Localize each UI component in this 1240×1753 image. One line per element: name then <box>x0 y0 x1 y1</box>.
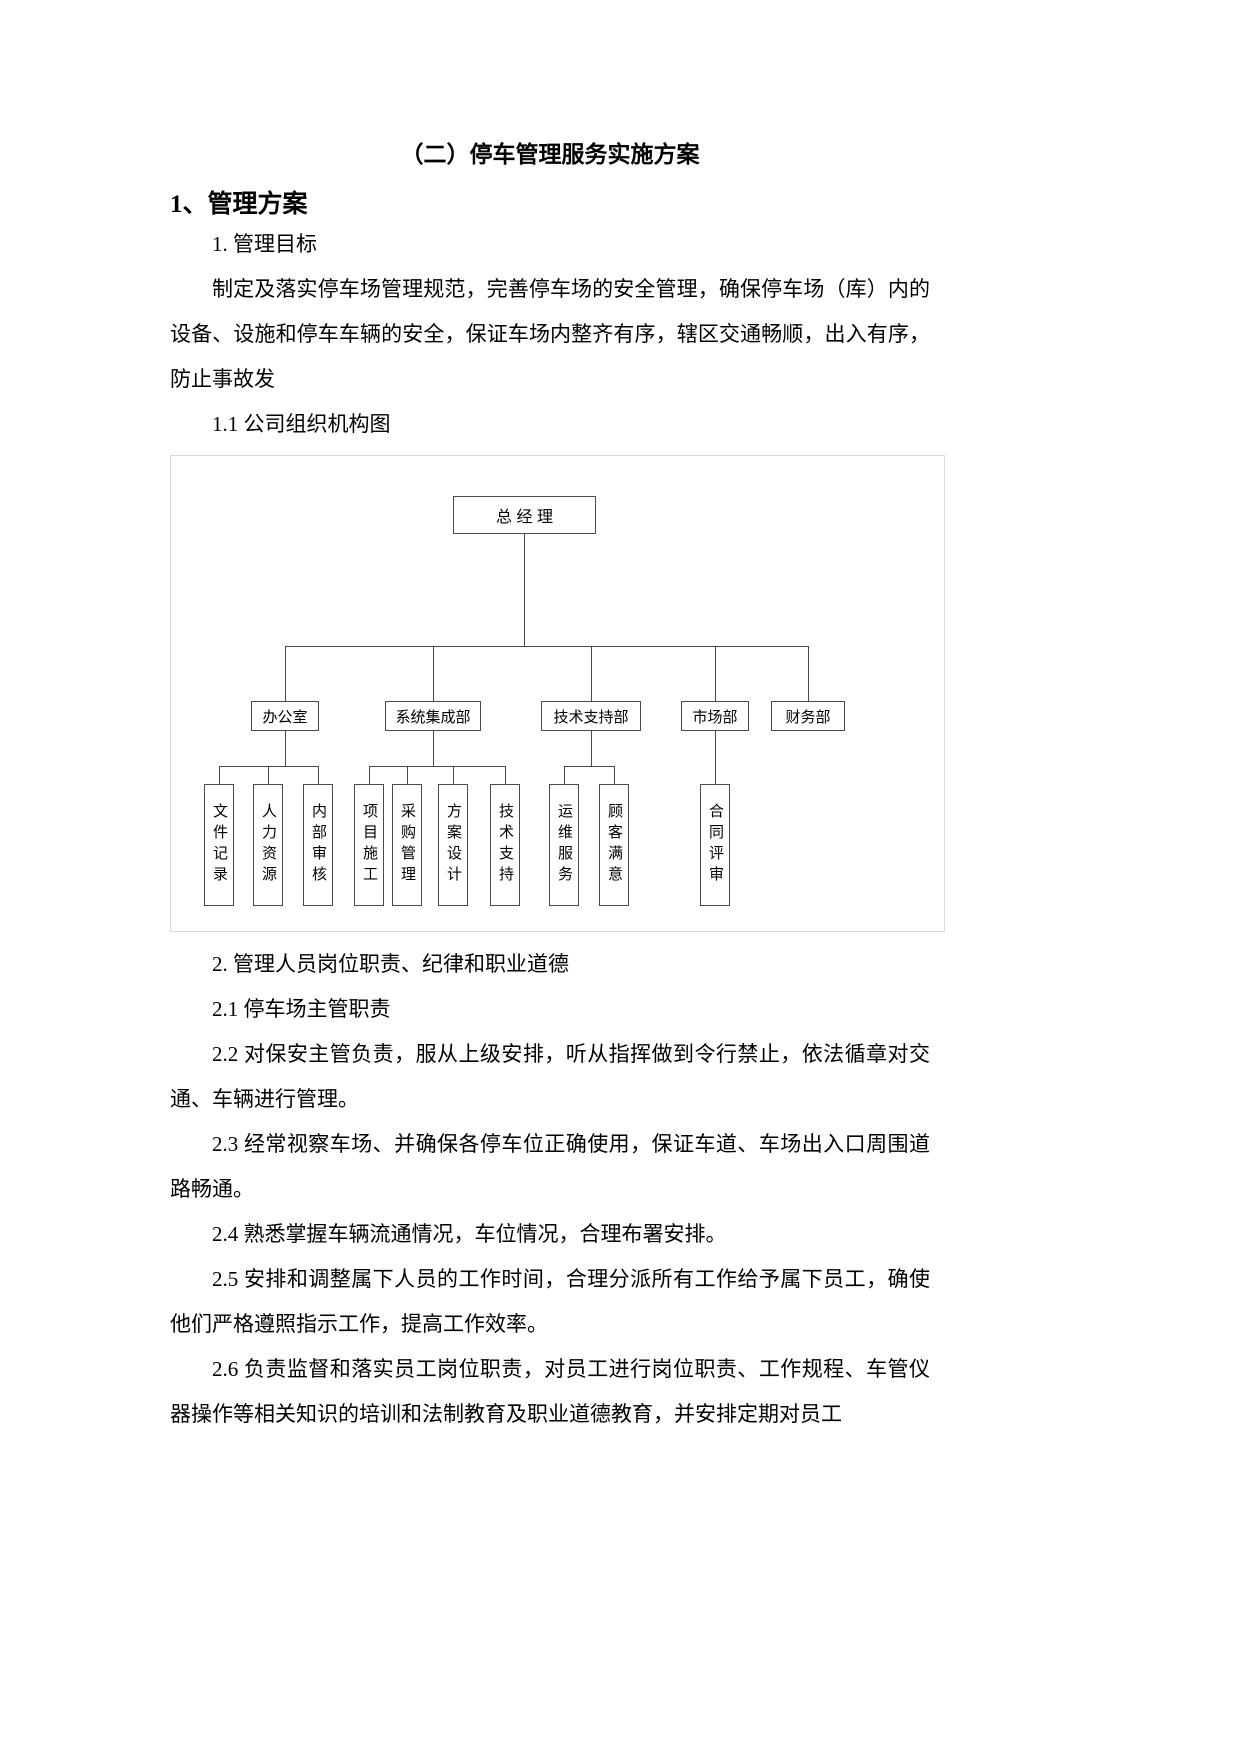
connector-line <box>369 766 370 784</box>
org-chart-child-node: 技术支持 <box>490 784 520 906</box>
connector-line <box>407 766 408 784</box>
paragraph-orgchart-caption: 1.1 公司组织机构图 <box>212 412 391 436</box>
connector-line <box>433 731 434 766</box>
paragraph-duty-2-3: 2.3 经常视察车场、并确保各停车位正确使用，保证车道、车场出入口周围道路畅通。 <box>170 1132 930 1201</box>
org-chart-child-node: 顾客满意 <box>599 784 629 906</box>
org-chart-dept-market: 市场部 <box>681 701 749 731</box>
org-chart-dept-systems: 系统集成部 <box>385 701 481 731</box>
connector-line <box>369 766 506 767</box>
connector-line <box>285 731 286 766</box>
connector-line <box>808 646 809 701</box>
connector-line <box>285 646 286 701</box>
connector-line <box>564 766 565 784</box>
org-chart-child-node: 内部审核 <box>303 784 333 906</box>
org-chart-dept-support: 技术支持部 <box>541 701 641 731</box>
connector-line <box>433 646 434 701</box>
connector-line <box>715 731 716 784</box>
connector-line <box>524 534 525 646</box>
paragraph-goal-body: 制定及落实停车场管理规范，完善停车场的安全管理，确保停车场（库）内的设备、设施和… <box>170 277 930 391</box>
paragraph-goal-heading: 1. 管理目标 <box>212 232 317 256</box>
connector-line <box>318 766 319 784</box>
org-chart-root-node: 总 经 理 <box>453 496 596 534</box>
paragraph-duties-heading: 2. 管理人员岗位职责、纪律和职业道德 <box>212 952 569 976</box>
org-chart-child-node: 项目施工 <box>354 784 384 906</box>
paragraph-duty-2-2: 2.2 对保安主管负责，服从上级安排，听从指挥做到令行禁止，依法循章对交通、车辆… <box>170 1042 930 1111</box>
section-heading: 1、管理方案 <box>170 191 308 218</box>
connector-line <box>453 766 454 784</box>
document-title: （二）停车管理服务实施方案 <box>400 142 700 167</box>
paragraph-duty-2-5: 2.5 安排和调整属下人员的工作时间，合理分派所有工作给予属下员工，确使他们严格… <box>170 1267 930 1336</box>
connector-line <box>715 646 716 701</box>
org-chart-child-node: 采购管理 <box>392 784 422 906</box>
org-chart-diagram: 总 经 理 办公室 系统集成部 技术支持部 市场部 财务部 <box>170 455 945 932</box>
paragraph-duty-2-1: 2.1 停车场主管职责 <box>212 997 391 1021</box>
paragraph-duty-2-4: 2.4 熟悉掌握车辆流通情况，车位情况，合理布署安排。 <box>212 1222 727 1246</box>
connector-line <box>564 766 615 767</box>
org-chart-child-node: 合同评审 <box>700 784 730 906</box>
org-chart-child-node: 方案设计 <box>438 784 468 906</box>
connector-line <box>591 731 592 766</box>
org-chart-dept-finance: 财务部 <box>771 701 845 731</box>
connector-line <box>268 766 269 784</box>
paragraph-duty-2-6: 2.6 负责监督和落实员工岗位职责，对员工进行岗位职责、工作规程、车管仪器操作等… <box>170 1357 930 1426</box>
org-chart-child-node: 人力资源 <box>253 784 283 906</box>
connector-line <box>591 646 592 701</box>
org-chart-dept-office: 办公室 <box>251 701 319 731</box>
connector-line <box>285 646 809 647</box>
connector-line <box>505 766 506 784</box>
org-chart-child-node: 文件记录 <box>204 784 234 906</box>
org-chart-child-node: 运维服务 <box>549 784 579 906</box>
connector-line <box>219 766 319 767</box>
connector-line <box>614 766 615 784</box>
connector-line <box>219 766 220 784</box>
